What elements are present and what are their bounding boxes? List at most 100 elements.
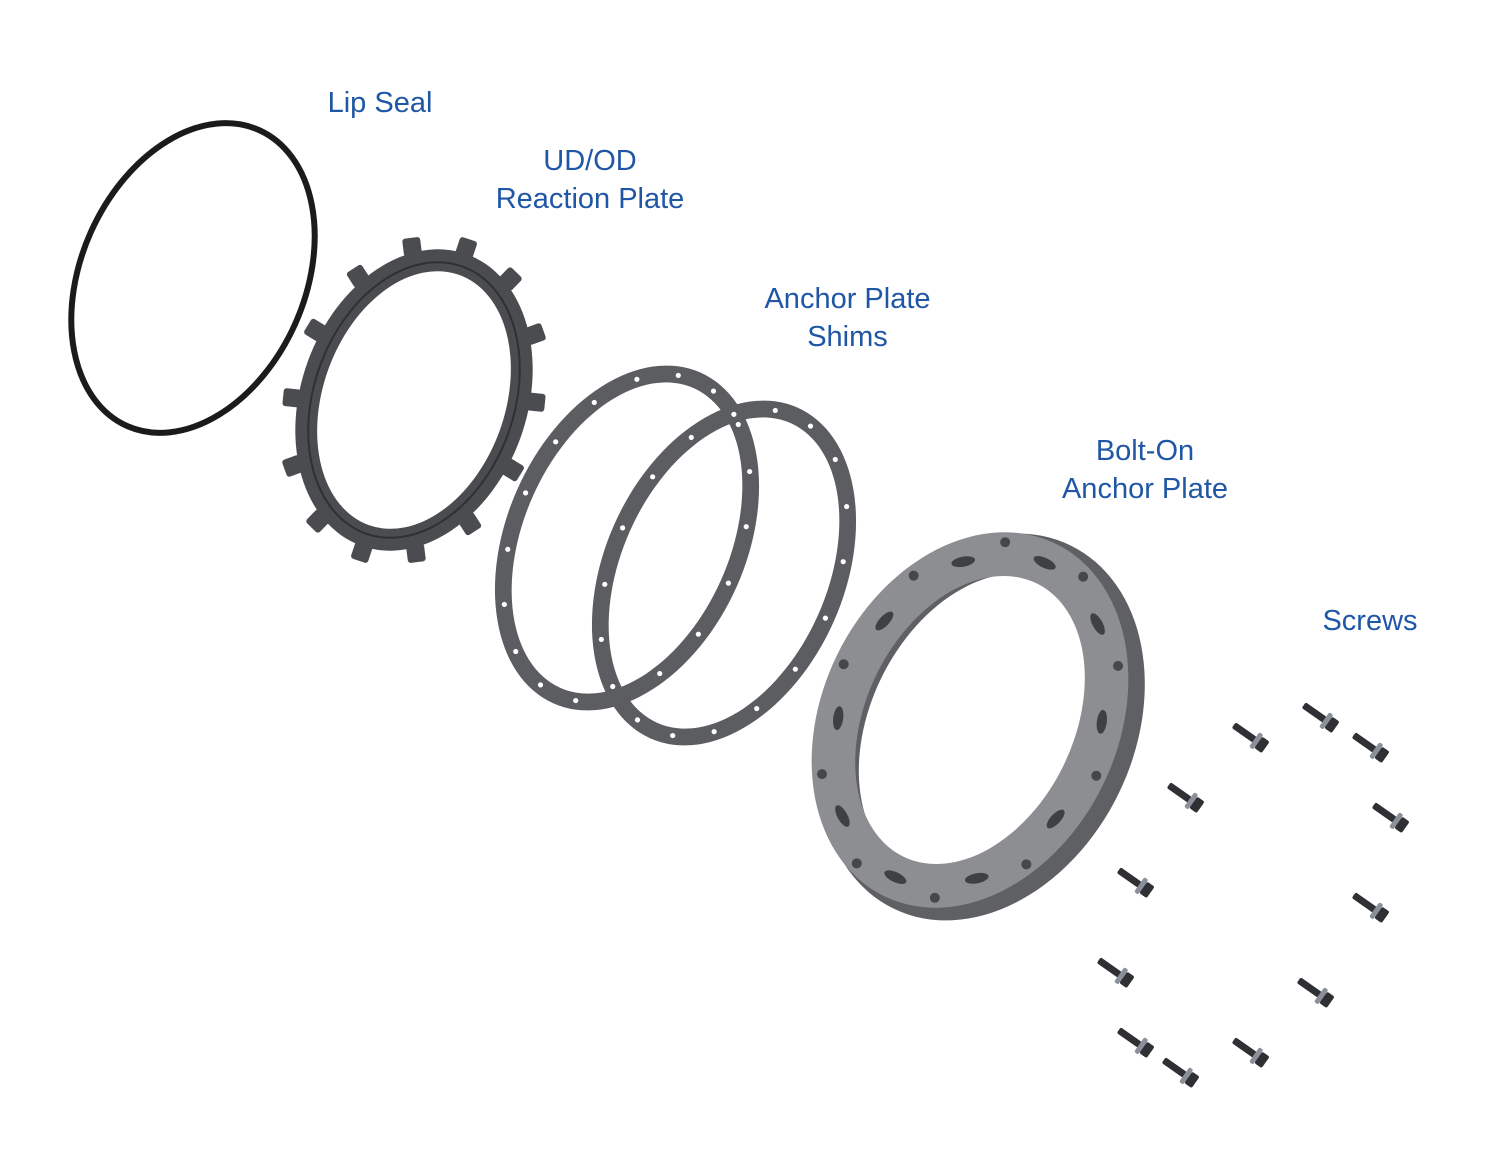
screw <box>1232 1038 1269 1068</box>
anchor-plate-slot <box>875 611 894 631</box>
shim-hole <box>657 670 663 677</box>
bolt-on-anchor-plate-label: Bolt-On Anchor Plate <box>1030 432 1260 508</box>
anchor-plate-slot <box>1046 809 1065 829</box>
anchor-plate-shims-label-line2: Shims <box>807 321 888 353</box>
shim-ring <box>494 365 760 711</box>
shim-hole <box>634 376 640 382</box>
shim-hole <box>537 682 544 688</box>
screw-head <box>1395 817 1409 833</box>
anchor-plate-bolt-hole <box>1000 537 1011 548</box>
anchor-plate-bolt-hole <box>929 892 940 903</box>
shim-hole <box>598 636 604 643</box>
screw-shank <box>1117 1028 1142 1048</box>
screw-shank <box>1297 978 1322 998</box>
reaction-plate-tab <box>282 388 302 408</box>
screw-washer <box>1134 877 1148 894</box>
shim-hole <box>505 546 511 552</box>
screw-head <box>1375 747 1389 763</box>
bolt-on-anchor-plate <box>811 532 1145 921</box>
shim-hole <box>743 524 749 530</box>
shim-hole <box>792 666 798 672</box>
screw-washer <box>1114 967 1128 984</box>
anchor-plate-bolt-hole <box>838 659 849 670</box>
screw-shank <box>1352 893 1377 913</box>
lip-seal-outline <box>68 120 318 436</box>
shim-hole <box>619 525 626 531</box>
screw-washer <box>1179 1067 1193 1084</box>
screws-label-text: Screws <box>1322 605 1418 637</box>
anchor-plate-bolt-hole <box>1078 571 1089 582</box>
screw-washer <box>1319 712 1333 729</box>
reaction-plate-label: UD/OD Reaction Plate <box>460 142 720 218</box>
screw-head <box>1140 1042 1154 1058</box>
screw-shank <box>1097 958 1122 978</box>
anchor-plate-slot <box>1033 556 1056 570</box>
shim-hole <box>807 423 814 429</box>
screws-group <box>1097 703 1409 1088</box>
screw <box>1352 893 1389 923</box>
screw-shank <box>1117 868 1142 888</box>
lip-seal-label-text: Lip Seal <box>327 87 433 119</box>
screw-washer <box>1134 1037 1148 1054</box>
anchor-plate-slot <box>1090 613 1105 635</box>
screw-washer <box>1389 812 1403 829</box>
anchor-plate-face <box>811 532 1129 908</box>
shim-hole <box>670 732 676 739</box>
screw-shank <box>1352 733 1377 753</box>
screw <box>1117 868 1154 898</box>
shim-ring <box>591 400 857 746</box>
shim-hole <box>522 490 529 496</box>
anchor-plate-slot <box>833 706 844 731</box>
screw <box>1167 783 1204 813</box>
screw-shank <box>1232 1038 1257 1058</box>
anchor-plate-shims-label: Anchor Plate Shims <box>730 280 965 356</box>
shim-hole <box>754 705 760 712</box>
screw-washer <box>1249 1047 1263 1064</box>
anchor-plate-slot <box>964 872 989 884</box>
shim-hole <box>695 631 701 637</box>
shim-hole <box>735 421 741 428</box>
screw <box>1372 803 1409 833</box>
shim-hole <box>602 581 608 587</box>
shim-hole <box>747 468 753 475</box>
screw-head <box>1255 737 1269 753</box>
screw <box>1232 723 1269 753</box>
reaction-plate-tab <box>526 392 546 412</box>
anchor-plate-slot <box>1096 709 1107 734</box>
screws-label: Screws <box>1300 602 1440 640</box>
anchor-plate-bolt-hole <box>816 769 827 780</box>
screw-shank <box>1167 783 1192 803</box>
screw <box>1297 978 1334 1008</box>
lip-seal-ring <box>68 120 318 436</box>
shim-hole <box>688 434 694 441</box>
shim-hole <box>513 648 519 655</box>
screw-head <box>1325 717 1339 733</box>
screw-head <box>1255 1052 1269 1068</box>
shim-hole <box>822 615 829 621</box>
shim-hole <box>725 580 732 586</box>
anchor-plate-bolt-hole <box>1113 660 1124 671</box>
screw <box>1302 703 1339 733</box>
screw-head <box>1320 992 1334 1008</box>
screw-washer <box>1249 732 1263 749</box>
shim-hole <box>711 729 717 735</box>
screw-head <box>1120 972 1134 988</box>
reaction-plate-body <box>295 249 533 551</box>
shim-hole <box>772 407 778 414</box>
screw-washer <box>1369 742 1383 759</box>
shim-hole <box>634 717 641 723</box>
screw-shank <box>1372 803 1397 823</box>
bolt-on-anchor-plate-label-line1: Bolt-On <box>1095 435 1195 467</box>
shim-hole <box>710 388 717 394</box>
screw-shank <box>1162 1058 1187 1078</box>
reaction-plate <box>282 237 546 563</box>
screw-washer <box>1369 902 1383 919</box>
reaction-plate-tab <box>402 237 422 257</box>
shim-hole <box>840 559 846 565</box>
anchor-plate-bolt-hole <box>851 858 862 869</box>
shim-hole <box>844 503 850 510</box>
screw <box>1097 958 1134 988</box>
screw-head <box>1140 882 1154 898</box>
